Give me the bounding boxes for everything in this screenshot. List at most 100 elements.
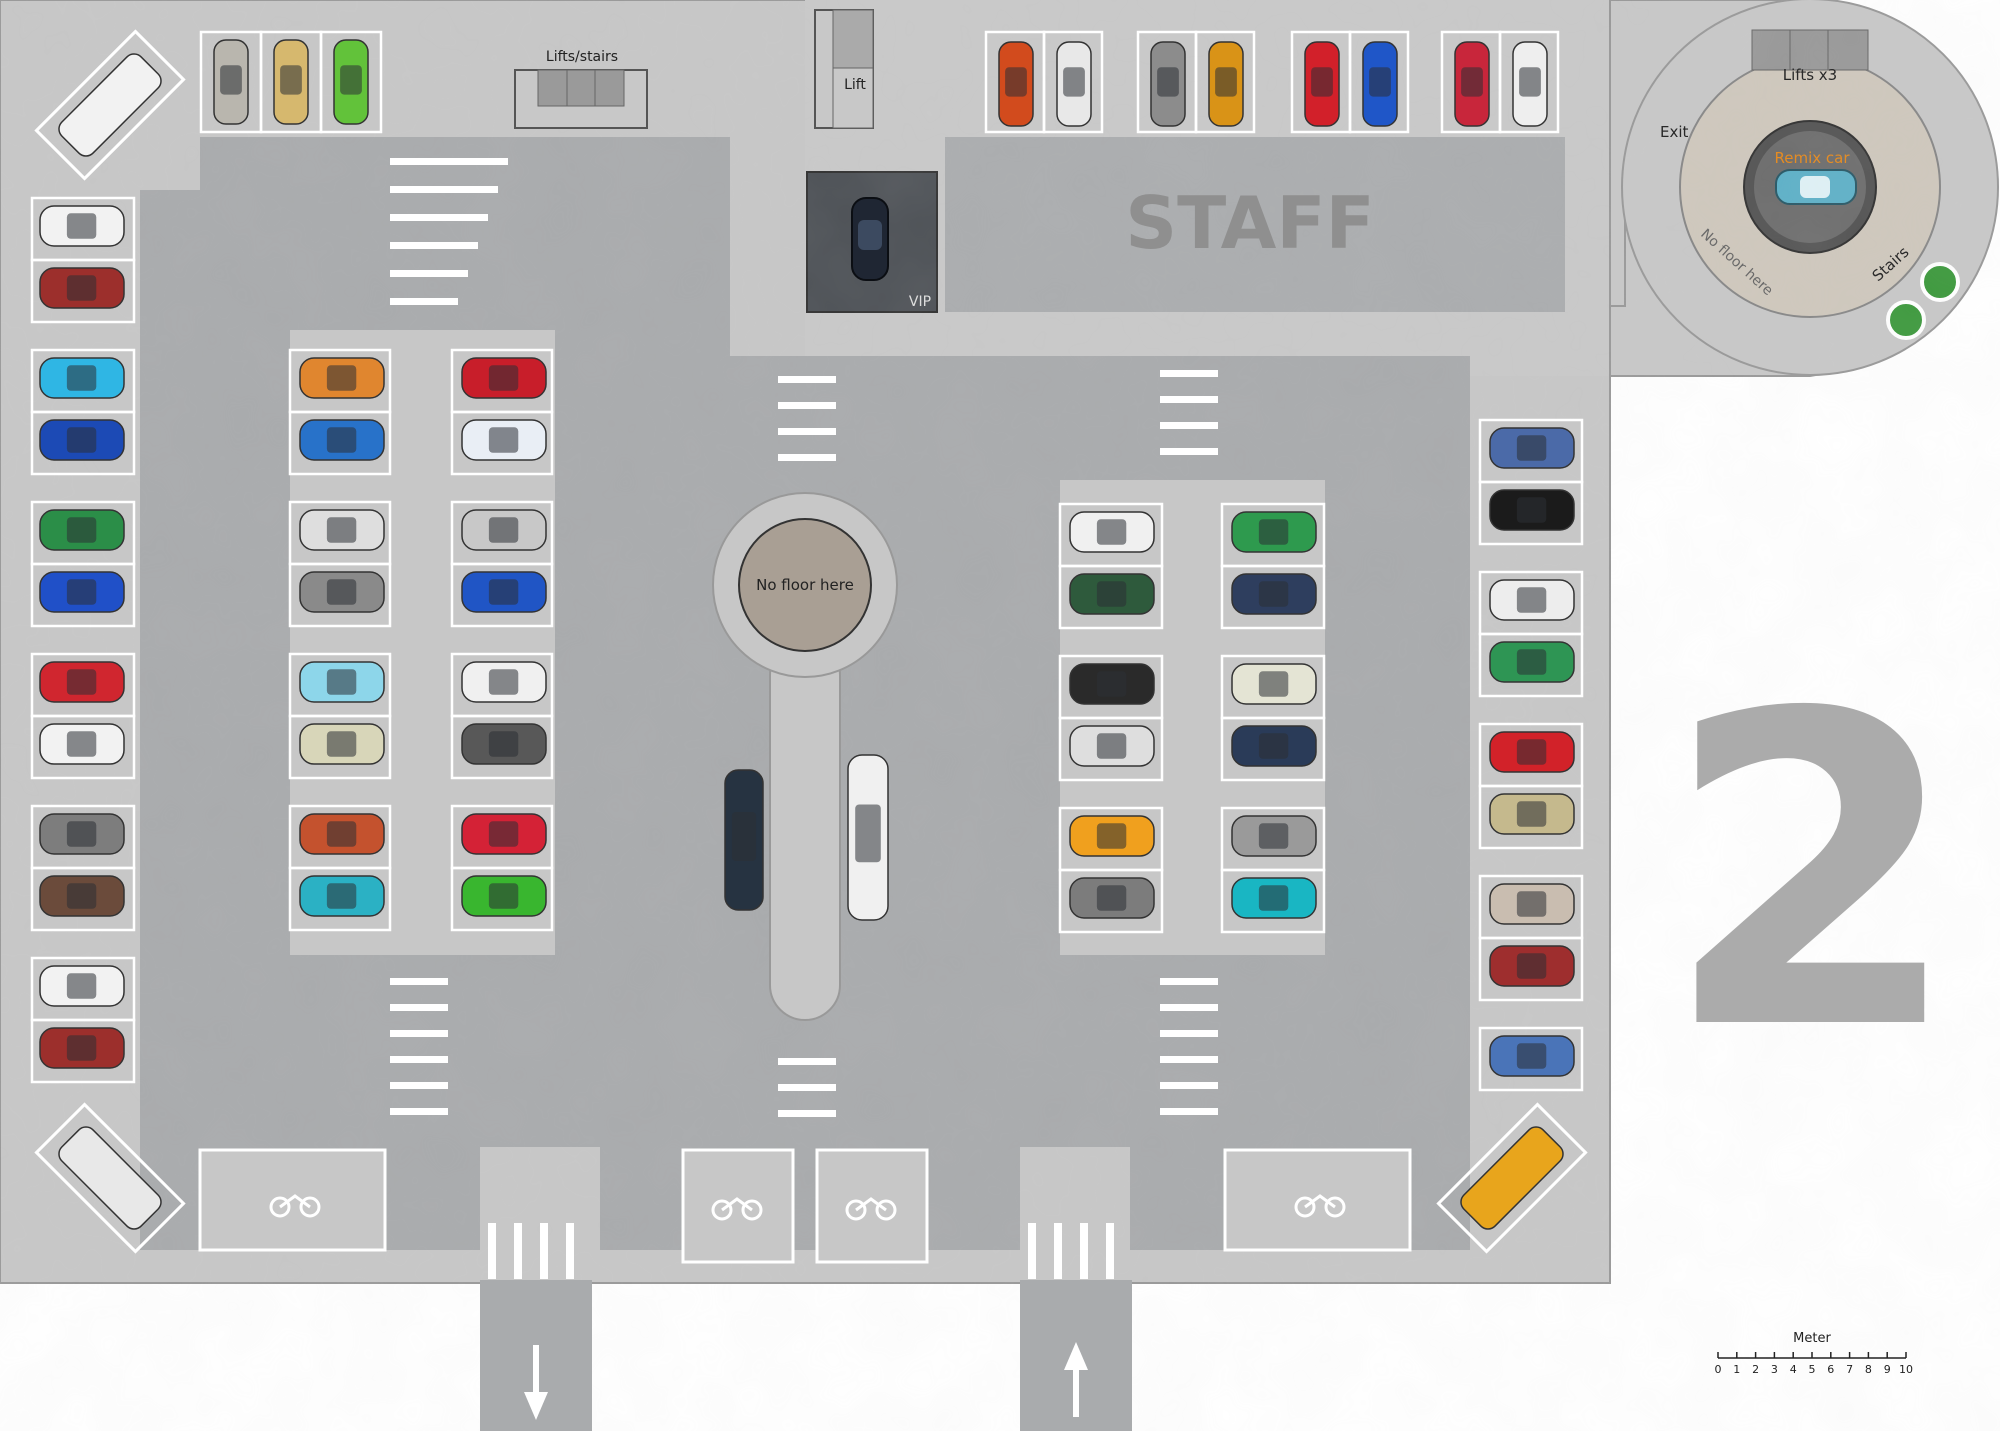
parked-car bbox=[333, 39, 369, 125]
parking-stall bbox=[34, 29, 186, 181]
floor-number: 2 bbox=[1662, 624, 1961, 1124]
scale-tick-label: 10 bbox=[1899, 1363, 1913, 1376]
corner-van bbox=[1436, 1102, 1588, 1254]
parking-stall bbox=[288, 714, 392, 780]
parked-car bbox=[1231, 573, 1317, 615]
staff-area-label: STAFF bbox=[1125, 181, 1374, 265]
scale-tick-label: 7 bbox=[1846, 1363, 1853, 1376]
parked-car bbox=[461, 571, 547, 613]
parked-car bbox=[1069, 815, 1155, 857]
exit-arrow-down-icon bbox=[524, 1345, 548, 1420]
parked-car bbox=[1489, 489, 1575, 531]
parked-car bbox=[461, 419, 547, 461]
parking-stall bbox=[450, 562, 554, 628]
entry-arrow-up-icon bbox=[1064, 1342, 1088, 1417]
parked-car bbox=[461, 661, 547, 703]
parking-stall bbox=[30, 258, 136, 324]
parked-car bbox=[299, 813, 385, 855]
motorbike-bays bbox=[198, 1148, 1412, 1264]
parked-car bbox=[39, 875, 125, 917]
parked-car bbox=[1231, 725, 1317, 767]
motorbike-icon bbox=[269, 1194, 321, 1218]
scale-tick-label: 0 bbox=[1715, 1363, 1722, 1376]
parked-car bbox=[39, 965, 125, 1007]
parked-car bbox=[1489, 1035, 1575, 1077]
parked-car bbox=[299, 723, 385, 765]
parking-stall bbox=[450, 714, 554, 780]
parking-stall bbox=[1058, 716, 1164, 782]
parked-car bbox=[1489, 731, 1575, 773]
parked-car bbox=[1069, 725, 1155, 767]
parked-car bbox=[998, 41, 1034, 127]
vip-label: VIP bbox=[909, 294, 931, 310]
lift-label: Lift bbox=[844, 77, 866, 93]
parked-car bbox=[1489, 945, 1575, 987]
motorbike-icon bbox=[711, 1197, 763, 1221]
parking-stall bbox=[1478, 480, 1584, 546]
parked-car bbox=[847, 754, 889, 921]
parked-car bbox=[1489, 793, 1575, 835]
scale-tick-label: 8 bbox=[1865, 1363, 1872, 1376]
parked-car bbox=[1231, 815, 1317, 857]
parked-car bbox=[1304, 41, 1340, 127]
parking-stall bbox=[1220, 564, 1326, 630]
motorbike-icon bbox=[1294, 1194, 1346, 1218]
lifts-stairs-label: Lifts/stairs bbox=[546, 49, 618, 65]
parked-car bbox=[1512, 41, 1548, 127]
scale-tick-label: 6 bbox=[1827, 1363, 1834, 1376]
parking-stall bbox=[30, 714, 136, 780]
parked-car bbox=[273, 39, 309, 125]
scale-tick-label: 2 bbox=[1752, 1363, 1759, 1376]
center-island: No floor here bbox=[712, 492, 898, 1021]
parking-stall bbox=[1348, 30, 1410, 134]
parked-car bbox=[1231, 511, 1317, 553]
vip-car bbox=[851, 197, 889, 281]
parked-car bbox=[1056, 41, 1092, 127]
scale-tick-label: 3 bbox=[1771, 1363, 1778, 1376]
parked-car bbox=[1231, 663, 1317, 705]
parking-stall bbox=[450, 866, 554, 932]
parking-stall bbox=[30, 1018, 136, 1084]
center-no-floor-label: No floor here bbox=[756, 576, 854, 594]
parking-stall bbox=[1478, 936, 1584, 1002]
parking-stall bbox=[1478, 784, 1584, 850]
parking-stall bbox=[1498, 30, 1560, 134]
scale-tick-label: 4 bbox=[1790, 1363, 1797, 1376]
parked-car bbox=[1069, 877, 1155, 919]
parked-car bbox=[39, 813, 125, 855]
parked-car bbox=[39, 267, 125, 309]
parked-car bbox=[213, 39, 249, 125]
van-body bbox=[1460, 1126, 1564, 1230]
parking-stall bbox=[1220, 868, 1326, 934]
parking-stall bbox=[1478, 1026, 1584, 1092]
parked-car bbox=[1069, 573, 1155, 615]
crosswalks bbox=[390, 158, 1218, 1279]
parking-stall bbox=[30, 410, 136, 476]
parked-car bbox=[1231, 877, 1317, 919]
parked-car bbox=[1208, 41, 1244, 127]
van-body bbox=[58, 1126, 162, 1230]
direction-arrows bbox=[524, 1342, 1088, 1420]
parked-car bbox=[39, 1027, 125, 1069]
parked-car bbox=[39, 723, 125, 765]
parking-stall bbox=[288, 866, 392, 932]
parked-car bbox=[1069, 511, 1155, 553]
parked-car bbox=[1489, 641, 1575, 683]
parked-car bbox=[299, 875, 385, 917]
corner-van bbox=[34, 1102, 186, 1254]
parked-car bbox=[1150, 41, 1186, 127]
parked-car bbox=[39, 419, 125, 461]
scale-tick-label: 1 bbox=[1733, 1363, 1740, 1376]
parking-stall bbox=[288, 562, 392, 628]
parked-car bbox=[461, 875, 547, 917]
scale-tick-label: 5 bbox=[1809, 1363, 1816, 1376]
corner-van bbox=[34, 29, 186, 181]
parked-car bbox=[461, 357, 547, 399]
parked-car bbox=[1362, 41, 1398, 127]
parking-stall bbox=[1436, 1102, 1588, 1254]
parking-stall bbox=[1478, 632, 1584, 698]
parked-car bbox=[39, 205, 125, 247]
parking-stall bbox=[1220, 716, 1326, 782]
